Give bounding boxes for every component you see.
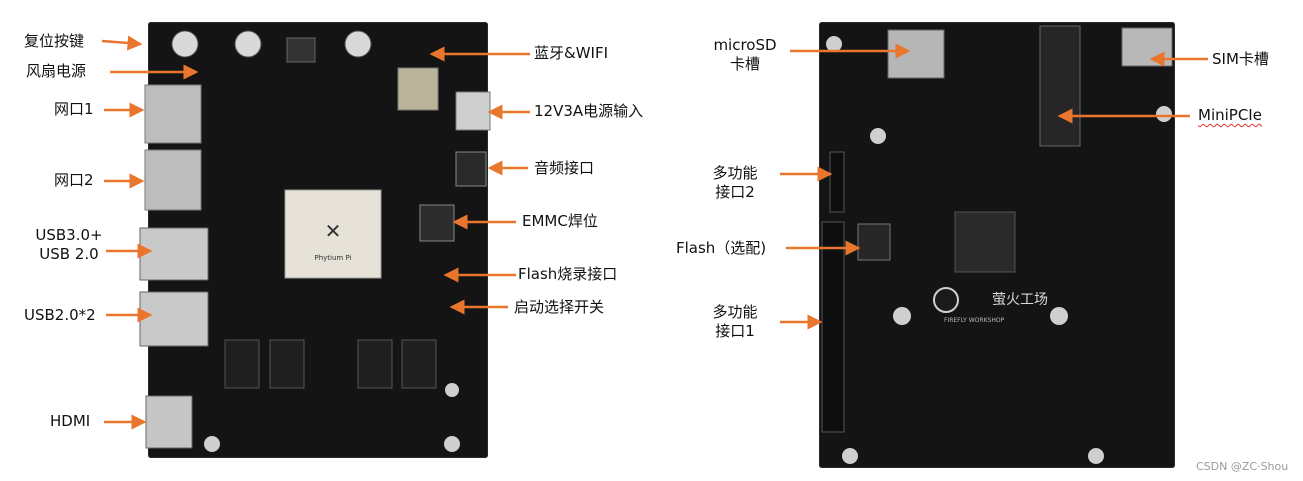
sim-slot [1121, 27, 1173, 67]
microsd-slot [887, 29, 945, 79]
label-usb3: USB3.0+ USB 2.0 [32, 226, 106, 264]
label-usb3-line1: USB3.0+ [35, 226, 103, 244]
right-board-components: 萤火工场 FIREFLY WORKSHOP [821, 25, 1173, 464]
label-reset-button: 复位按键 [24, 32, 85, 50]
minipcie-slot [1039, 25, 1081, 147]
soc-brand: Phytium Pi [315, 254, 352, 262]
wifi-module [397, 67, 439, 111]
label-fan-power: 风扇电源 [26, 62, 87, 80]
soc-chip [284, 189, 382, 279]
ethernet-port-2 [144, 149, 202, 211]
label-multi2-line2: 接口2 [715, 183, 755, 201]
label-boot-switch: 启动选择开关 [514, 298, 605, 316]
label-emmc: EMMC焊位 [522, 212, 598, 230]
audio-jack [455, 151, 487, 187]
svg-text:✕: ✕ [325, 219, 342, 243]
label-multi1-line2: 接口1 [715, 322, 755, 340]
label-microsd-line2: 卡槽 [729, 55, 760, 73]
hdmi-port [145, 395, 193, 449]
arrow-reset [101, 35, 143, 51]
label-multi2-line1: 多功能 [712, 164, 758, 182]
label-multi1: 多功能 接口1 [702, 303, 768, 341]
dc-jack [455, 91, 491, 131]
label-usb3-line2: USB 2.0 [39, 245, 99, 263]
label-multi2: 多功能 接口2 [702, 164, 768, 202]
label-audio: 音频接口 [534, 159, 595, 177]
usb2-port [139, 291, 209, 347]
label-flash-optional: Flash（选配) [676, 239, 767, 257]
label-eth1: 网口1 [54, 100, 94, 118]
label-bt-wifi: 蓝牙&WIFI [534, 44, 609, 62]
label-minipcie: MiniPCIe [1198, 106, 1262, 124]
callout-arrows [101, 35, 1208, 430]
label-flash-programming: Flash烧录接口 [518, 265, 618, 283]
firefly-logo: 萤火工场 [992, 292, 1048, 308]
label-usb2: USB2.0*2 [24, 306, 96, 324]
label-microsd-line1: microSD [713, 36, 777, 54]
label-microsd: microSD 卡槽 [700, 36, 790, 74]
ethernet-port-1 [144, 84, 202, 144]
label-eth2: 网口2 [54, 171, 94, 189]
gpio-header [821, 221, 845, 433]
label-multi1-line1: 多功能 [712, 303, 758, 321]
credit-watermark: CSDN @ZC·Shou [1196, 460, 1289, 473]
usb3-port [139, 227, 209, 281]
label-power-input: 12V3A电源输入 [534, 102, 644, 120]
label-hdmi: HDMI [50, 412, 91, 430]
left-board-components: ✕ Phytium Pi [139, 30, 491, 452]
label-sim-slot: SIM卡槽 [1212, 50, 1269, 68]
firefly-logo-sub: FIREFLY WORKSHOP [944, 317, 1005, 324]
